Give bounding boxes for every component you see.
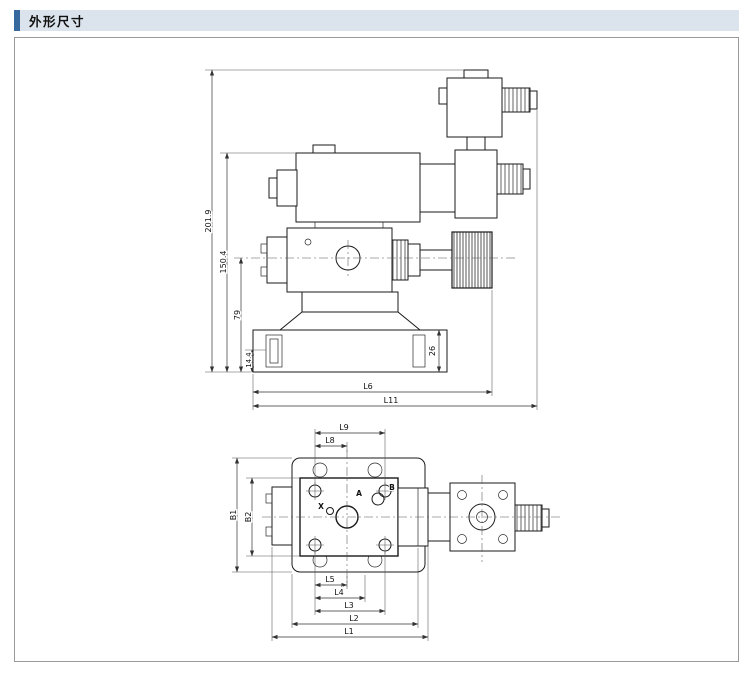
header-accent-bar xyxy=(14,10,20,31)
dim-l9: L9 xyxy=(339,423,349,432)
port-x-circle xyxy=(326,507,334,515)
cable-gland-pilot xyxy=(496,163,524,195)
dimension-drawing: 201.9 150.4 79 14.4 26 L6 xyxy=(203,69,560,641)
dim-l8: L8 xyxy=(325,436,335,445)
cable-gland-plan xyxy=(514,504,543,532)
dim-base-height: 26 xyxy=(428,346,437,356)
top-solenoid xyxy=(438,69,538,151)
base-plate xyxy=(252,329,448,373)
dim-b2: B2 xyxy=(244,512,253,523)
port-a-label: A xyxy=(356,489,362,498)
dim-height-plate: 14.4 xyxy=(245,352,253,367)
dim-b1: B1 xyxy=(229,510,238,521)
port-b-circle xyxy=(371,492,385,506)
thread-section xyxy=(391,239,409,281)
valve-body xyxy=(260,227,493,293)
plan-top-dimensions: L9 L8 xyxy=(314,422,386,484)
pilot-coil xyxy=(295,152,421,223)
port-b-label: B xyxy=(389,483,395,492)
side-view-length-dimensions: L6 L11 xyxy=(252,110,538,410)
dim-height-axis: 79 xyxy=(233,310,242,320)
section-title: 外形尺寸 xyxy=(29,14,86,29)
dimension-drawing-panel: 201.9 150.4 79 14.4 26 L6 xyxy=(14,37,739,662)
dim-l6: L6 xyxy=(363,382,373,391)
plan-view: A B X xyxy=(228,422,560,641)
hand-knob xyxy=(451,231,493,289)
mounting-base xyxy=(252,291,448,373)
cable-gland-top xyxy=(501,87,531,113)
plan-bottom-dimensions: L5 L4 L3 L2 L1 xyxy=(271,543,429,641)
bolt-holes xyxy=(306,482,394,554)
end-cap xyxy=(265,486,293,546)
side-view-height-dimensions: 201.9 150.4 79 14.4 26 xyxy=(203,69,464,373)
dim-l3: L3 xyxy=(344,601,354,610)
dim-l4: L4 xyxy=(334,588,344,597)
pilot-valve xyxy=(268,144,531,228)
plan-left-dimensions: B1 B2 xyxy=(228,457,300,573)
dim-l5: L5 xyxy=(325,575,335,584)
dim-height-total: 201.9 xyxy=(204,210,213,233)
dim-height-pilot: 150.4 xyxy=(219,251,228,274)
dim-l2: L2 xyxy=(349,614,359,623)
dim-l1: L1 xyxy=(344,627,354,636)
dim-l11: L11 xyxy=(384,396,399,405)
port-x-label: X xyxy=(318,502,324,511)
section-header: 外形尺寸 xyxy=(14,10,739,31)
side-view: 201.9 150.4 79 14.4 26 L6 xyxy=(203,69,538,410)
